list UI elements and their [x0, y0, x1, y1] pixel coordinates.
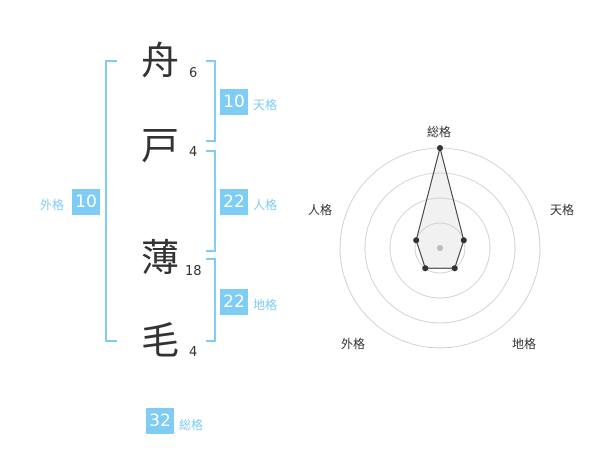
name-char-4: 毛 — [140, 319, 179, 363]
gaikaku-bracket — [105, 60, 117, 342]
radar-series-shape — [415, 147, 465, 269]
stroke-count-4: 4 — [189, 345, 198, 360]
radar-axis-label-soukaku: 総格 — [427, 125, 452, 139]
stroke-count-1: 6 — [189, 66, 198, 81]
chikaku-value: 22 — [220, 289, 248, 315]
stroke-count-3: 18 — [185, 264, 202, 279]
radar-point-0 — [437, 145, 443, 151]
gaikaku-label: 外格 — [40, 198, 65, 212]
soukaku-value: 32 — [146, 408, 174, 434]
name-char-3: 薄 — [140, 236, 179, 280]
chikaku-label: 地格 — [253, 298, 278, 312]
radar-axis-label-chikaku: 地格 — [512, 337, 537, 351]
jinkaku-value: 22 — [220, 189, 248, 215]
name-char-1: 舟 — [140, 39, 179, 83]
radar-point-4 — [413, 237, 420, 244]
radar-axis-label-jinkaku: 人格 — [308, 203, 333, 217]
soukaku-label: 総格 — [179, 418, 204, 432]
gaikaku-value: 10 — [72, 189, 100, 215]
radar-grid-ring-1 — [414, 222, 466, 274]
radar-grid-ring-2 — [389, 197, 491, 299]
tenkaku-label: 天格 — [253, 98, 278, 112]
stroke-count-2: 4 — [189, 145, 198, 160]
jinkaku-label: 人格 — [253, 198, 278, 212]
radar-axis-label-tenkaku: 天格 — [550, 203, 575, 217]
chikaku-bracket — [206, 258, 216, 342]
tenkaku-bracket — [206, 60, 216, 142]
jinkaku-bracket — [206, 150, 216, 252]
radar-point-1 — [460, 237, 467, 244]
radar-point-3 — [422, 265, 429, 272]
name-char-2: 戸 — [140, 124, 179, 168]
radar-axis-label-gaikaku: 外格 — [341, 337, 366, 351]
tenkaku-value: 10 — [220, 89, 248, 115]
radar-center-point — [437, 245, 443, 251]
radar-grid-ring-3 — [364, 172, 516, 324]
radar-point-2 — [451, 265, 458, 272]
